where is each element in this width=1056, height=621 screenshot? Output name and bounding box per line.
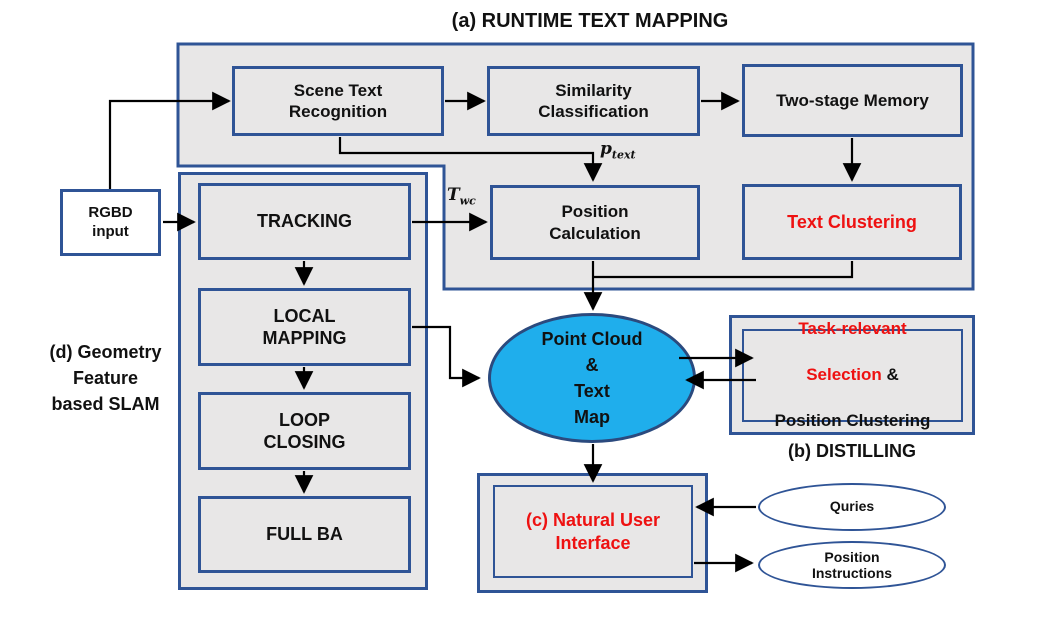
- node-label: Similarity Classification: [538, 80, 649, 121]
- node-local-mapping: LOCAL MAPPING: [198, 288, 411, 366]
- node-text-clustering: Text Clustering: [742, 184, 962, 260]
- node-label: Scene Text Recognition: [288, 80, 388, 121]
- t-wc-main: T: [447, 185, 460, 205]
- node-task-relevant-selection: Task-relevant Selection & Position Clust…: [742, 319, 963, 430]
- section-d-title: (d) Geometry Feature based SLAM: [49, 342, 162, 415]
- section-a-title: (a) RUNTIME TEXT MAPPING: [451, 10, 729, 32]
- node-label: Point Cloud & Text Map: [541, 328, 643, 428]
- node-label: LOOP CLOSING: [263, 409, 346, 453]
- node-label: TRACKING: [257, 211, 352, 232]
- node-scene-text-recognition: Scene Text Recognition: [232, 66, 444, 136]
- node-tracking: TRACKING: [198, 183, 411, 260]
- task-relevant-selection: Selection: [806, 365, 882, 385]
- node-position-instructions: Position Instructions: [758, 541, 946, 589]
- node-loop-closing: LOOP CLOSING: [198, 392, 411, 470]
- node-point-cloud-text-map: Point Cloud & Text Map: [488, 313, 696, 443]
- task-relevant-line1: Task-relevant: [798, 319, 907, 339]
- node-two-stage-memory: Two-stage Memory: [742, 64, 963, 137]
- node-natural-user-interface: (c) Natural User Interface: [493, 485, 693, 578]
- p-text-main: p: [600, 139, 612, 159]
- node-label: FULL BA: [266, 524, 343, 545]
- node-label: Quries: [829, 498, 875, 515]
- node-label: RGBD input: [88, 203, 133, 240]
- node-label: Position Instructions: [811, 548, 893, 581]
- task-relevant-amp: &: [881, 365, 899, 385]
- node-queries: Quries: [758, 483, 946, 531]
- node-label: Position Calculation: [549, 202, 641, 243]
- node-position-calculation: Position Calculation: [490, 185, 700, 260]
- line-text-clustering-join: [594, 261, 854, 279]
- node-label: LOCAL MAPPING: [262, 305, 347, 349]
- edge-label-t-wc: Twc: [447, 185, 476, 207]
- node-rgbd-input: RGBD input: [60, 189, 161, 256]
- node-label: Two-stage Memory: [776, 90, 929, 110]
- task-relevant-line3: Position Clustering: [774, 410, 931, 430]
- t-wc-sub: wc: [459, 194, 476, 208]
- node-full-ba: FULL BA: [198, 496, 411, 573]
- node-label: (c) Natural User Interface: [525, 510, 661, 553]
- section-b-title: (b) DISTILLING: [788, 441, 916, 461]
- node-label: Task-relevant Selection & Position Clust…: [775, 318, 931, 433]
- node-label: Text Clustering: [787, 211, 917, 232]
- p-text-sub: text: [611, 148, 636, 162]
- node-similarity-classification: Similarity Classification: [487, 66, 700, 136]
- edge-label-p-text: ptext: [600, 139, 636, 161]
